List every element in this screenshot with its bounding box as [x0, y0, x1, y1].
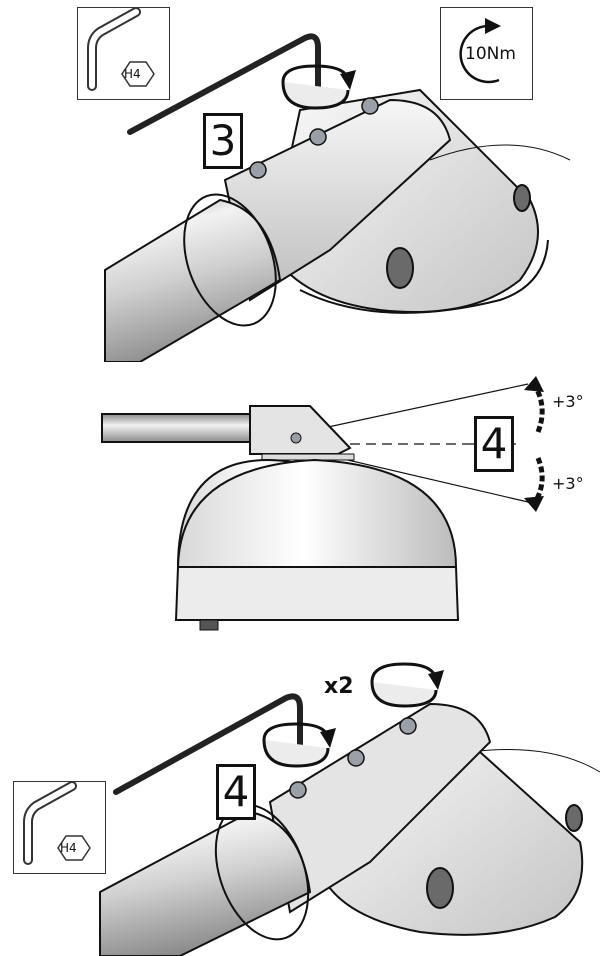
step-number-box: 4 — [474, 416, 514, 472]
screw — [309, 128, 327, 146]
clamp-body — [268, 702, 492, 914]
tool-label: H4 — [124, 67, 141, 81]
angle-down-label: +3° — [552, 474, 584, 493]
dome-housing — [176, 458, 458, 568]
screw — [399, 717, 417, 735]
arm-tube — [101, 413, 263, 443]
screw — [347, 749, 365, 767]
mount-hole — [513, 184, 531, 212]
hex-key-icon — [113, 693, 303, 795]
hex-key-tool-icon — [23, 781, 91, 865]
tube — [99, 810, 312, 956]
panel-2-illustration — [101, 376, 545, 631]
rotate-clockwise-icon — [370, 662, 444, 708]
screw — [361, 97, 379, 115]
angle-up-label: +3° — [552, 392, 584, 411]
step-number-box: 4 — [216, 764, 256, 820]
repeat-count-label: x2 — [324, 674, 354, 699]
screw — [289, 781, 307, 799]
torque-value: 10Nm — [465, 44, 516, 64]
panel-1-illustration — [104, 33, 571, 362]
screw — [249, 161, 267, 179]
mount-hole — [565, 804, 583, 832]
tool-label: H4 — [60, 841, 77, 855]
hex-key-icon — [127, 33, 321, 135]
clamp-body — [249, 405, 352, 455]
rotate-clockwise-icon — [262, 722, 336, 768]
tilt-down-arrow-icon — [531, 457, 545, 506]
panel-3-illustration — [99, 662, 601, 956]
clamp-body — [223, 98, 452, 302]
step-number-box: 3 — [203, 113, 243, 169]
tool-icon-box-h4: H4 — [77, 7, 170, 100]
rotate-clockwise-icon — [281, 64, 356, 110]
torque-icon-box: 10Nm — [440, 7, 533, 100]
mount-hole — [386, 247, 414, 289]
torque-arrow-icon — [459, 18, 501, 84]
tool-icon-box-h4: H4 — [13, 781, 106, 874]
mount-hole — [426, 867, 454, 909]
hex-key-tool-icon — [87, 7, 155, 91]
